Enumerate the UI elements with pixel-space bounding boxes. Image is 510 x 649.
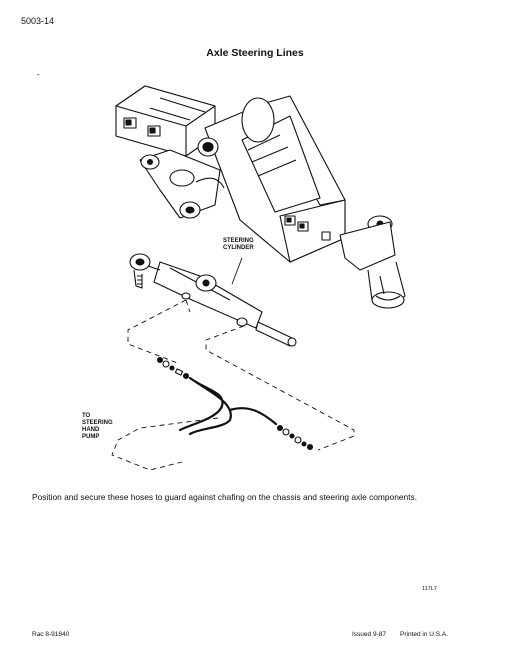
page-title: Axle Steering Lines [206,47,304,59]
left-knuckle [139,149,225,219]
steering-cylinder-label: STEERING CYLINDER [223,238,254,252]
hose-routing-dashed [111,299,355,471]
center-pivot [197,97,275,157]
label-line: HAND [82,427,100,433]
label-line: STEERING [223,238,254,244]
caption: Position and secure these hoses to guard… [32,492,418,502]
page-number: 5003-14 [21,16,55,26]
issued-date: Issued 9-87 [352,631,386,638]
label-line: CYLINDER [223,245,254,251]
printed-note: Printed in U.S.A. [400,631,449,638]
fittings [156,356,314,451]
right-knuckle [339,215,406,309]
hydraulic-hoses [178,376,278,436]
pump-label: TO STEERING HAND PUMP [82,413,113,441]
label-line: STEERING [82,420,113,426]
cylinder-leader [231,257,243,285]
label-line: PUMP [82,434,100,440]
steering-cylinder [129,253,297,347]
stray-mark: - [37,70,40,79]
label-line: TO [82,413,91,419]
figure-number: 117L7 [422,586,437,592]
doc-number: Rac 8-91840 [32,631,70,638]
